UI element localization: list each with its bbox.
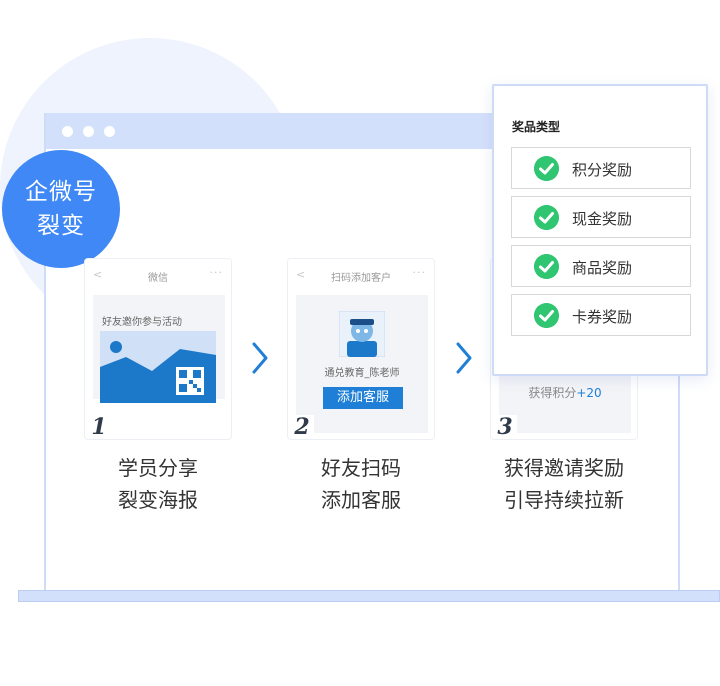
poster-preview: 好友邀你参与活动 bbox=[93, 295, 225, 403]
reward-label: 商品奖励 bbox=[572, 259, 633, 277]
caption-line: 获得邀请奖励 bbox=[504, 456, 624, 480]
reward-option-cash[interactable]: 现金奖励 bbox=[511, 196, 691, 238]
caption-line: 裂变海报 bbox=[118, 488, 198, 512]
contact-name: 通兑教育_陈老师 bbox=[324, 368, 400, 379]
invite-text: 好友邀你参与活动 bbox=[102, 317, 182, 328]
reward-option-coupon[interactable]: 卡券奖励 bbox=[511, 294, 691, 336]
avatar bbox=[339, 311, 385, 357]
step2-card: < 扫码添加客户 ··· 通兑教育_陈老师 添加客服 2 bbox=[287, 258, 435, 440]
check-circle-icon bbox=[534, 303, 559, 328]
more-dots-icon: ··· bbox=[209, 266, 223, 279]
contact-card: 通兑教育_陈老师 添加客服 bbox=[296, 295, 428, 433]
check-circle-icon bbox=[534, 254, 559, 279]
chevron-right-icon bbox=[252, 342, 268, 374]
caption-line: 学员分享 bbox=[118, 456, 198, 480]
step-number: 2 bbox=[290, 415, 314, 439]
step1-caption: 学员分享 裂变海报 bbox=[84, 452, 232, 516]
title-badge: 企微号 裂变 bbox=[2, 150, 120, 268]
reward-label: 卡券奖励 bbox=[572, 308, 633, 326]
caption-line: 引导持续拉新 bbox=[504, 488, 624, 512]
reward-type-panel: 奖品类型 积分奖励 现金奖励 商品奖励 卡券奖励 bbox=[492, 84, 708, 376]
step1-card: < 微信 ··· 好友邀你参与活动 1 bbox=[84, 258, 232, 440]
reward-option-points[interactable]: 积分奖励 bbox=[511, 147, 691, 189]
poster-image-icon bbox=[100, 331, 216, 403]
reward-label: 积分奖励 bbox=[572, 161, 633, 179]
step2-caption: 好友扫码 添加客服 bbox=[287, 452, 435, 516]
reward-option-goods[interactable]: 商品奖励 bbox=[511, 245, 691, 287]
badge-line1: 企微号 bbox=[25, 179, 97, 205]
step-number: 1 bbox=[87, 415, 111, 439]
caption-line: 添加客服 bbox=[321, 488, 401, 512]
chevron-left-icon: < bbox=[296, 268, 306, 281]
points-box: 获得积分+20 bbox=[499, 369, 631, 433]
add-service-button[interactable]: 添加客服 bbox=[323, 387, 403, 409]
check-circle-icon bbox=[534, 205, 559, 230]
laptop-base bbox=[18, 590, 720, 602]
badge-line2: 裂变 bbox=[37, 213, 85, 239]
window-dot bbox=[104, 126, 115, 137]
more-dots-icon: ··· bbox=[412, 266, 426, 279]
step2-header: 扫码添加客户 bbox=[331, 273, 391, 284]
chevron-right-icon bbox=[456, 342, 472, 374]
chevron-left-icon: < bbox=[93, 268, 103, 281]
points-value: +20 bbox=[576, 386, 602, 400]
check-circle-icon bbox=[534, 156, 559, 181]
reward-panel-title: 奖品类型 bbox=[512, 120, 561, 134]
step1-header: 微信 bbox=[148, 273, 168, 284]
window-dot bbox=[62, 126, 73, 137]
caption-line: 好友扫码 bbox=[321, 456, 401, 480]
points-label: 获得积分 bbox=[528, 386, 577, 400]
reward-label: 现金奖励 bbox=[572, 210, 633, 228]
step3-caption: 获得邀请奖励 引导持续拉新 bbox=[482, 452, 646, 516]
step-number: 3 bbox=[493, 415, 517, 439]
window-dot bbox=[83, 126, 94, 137]
